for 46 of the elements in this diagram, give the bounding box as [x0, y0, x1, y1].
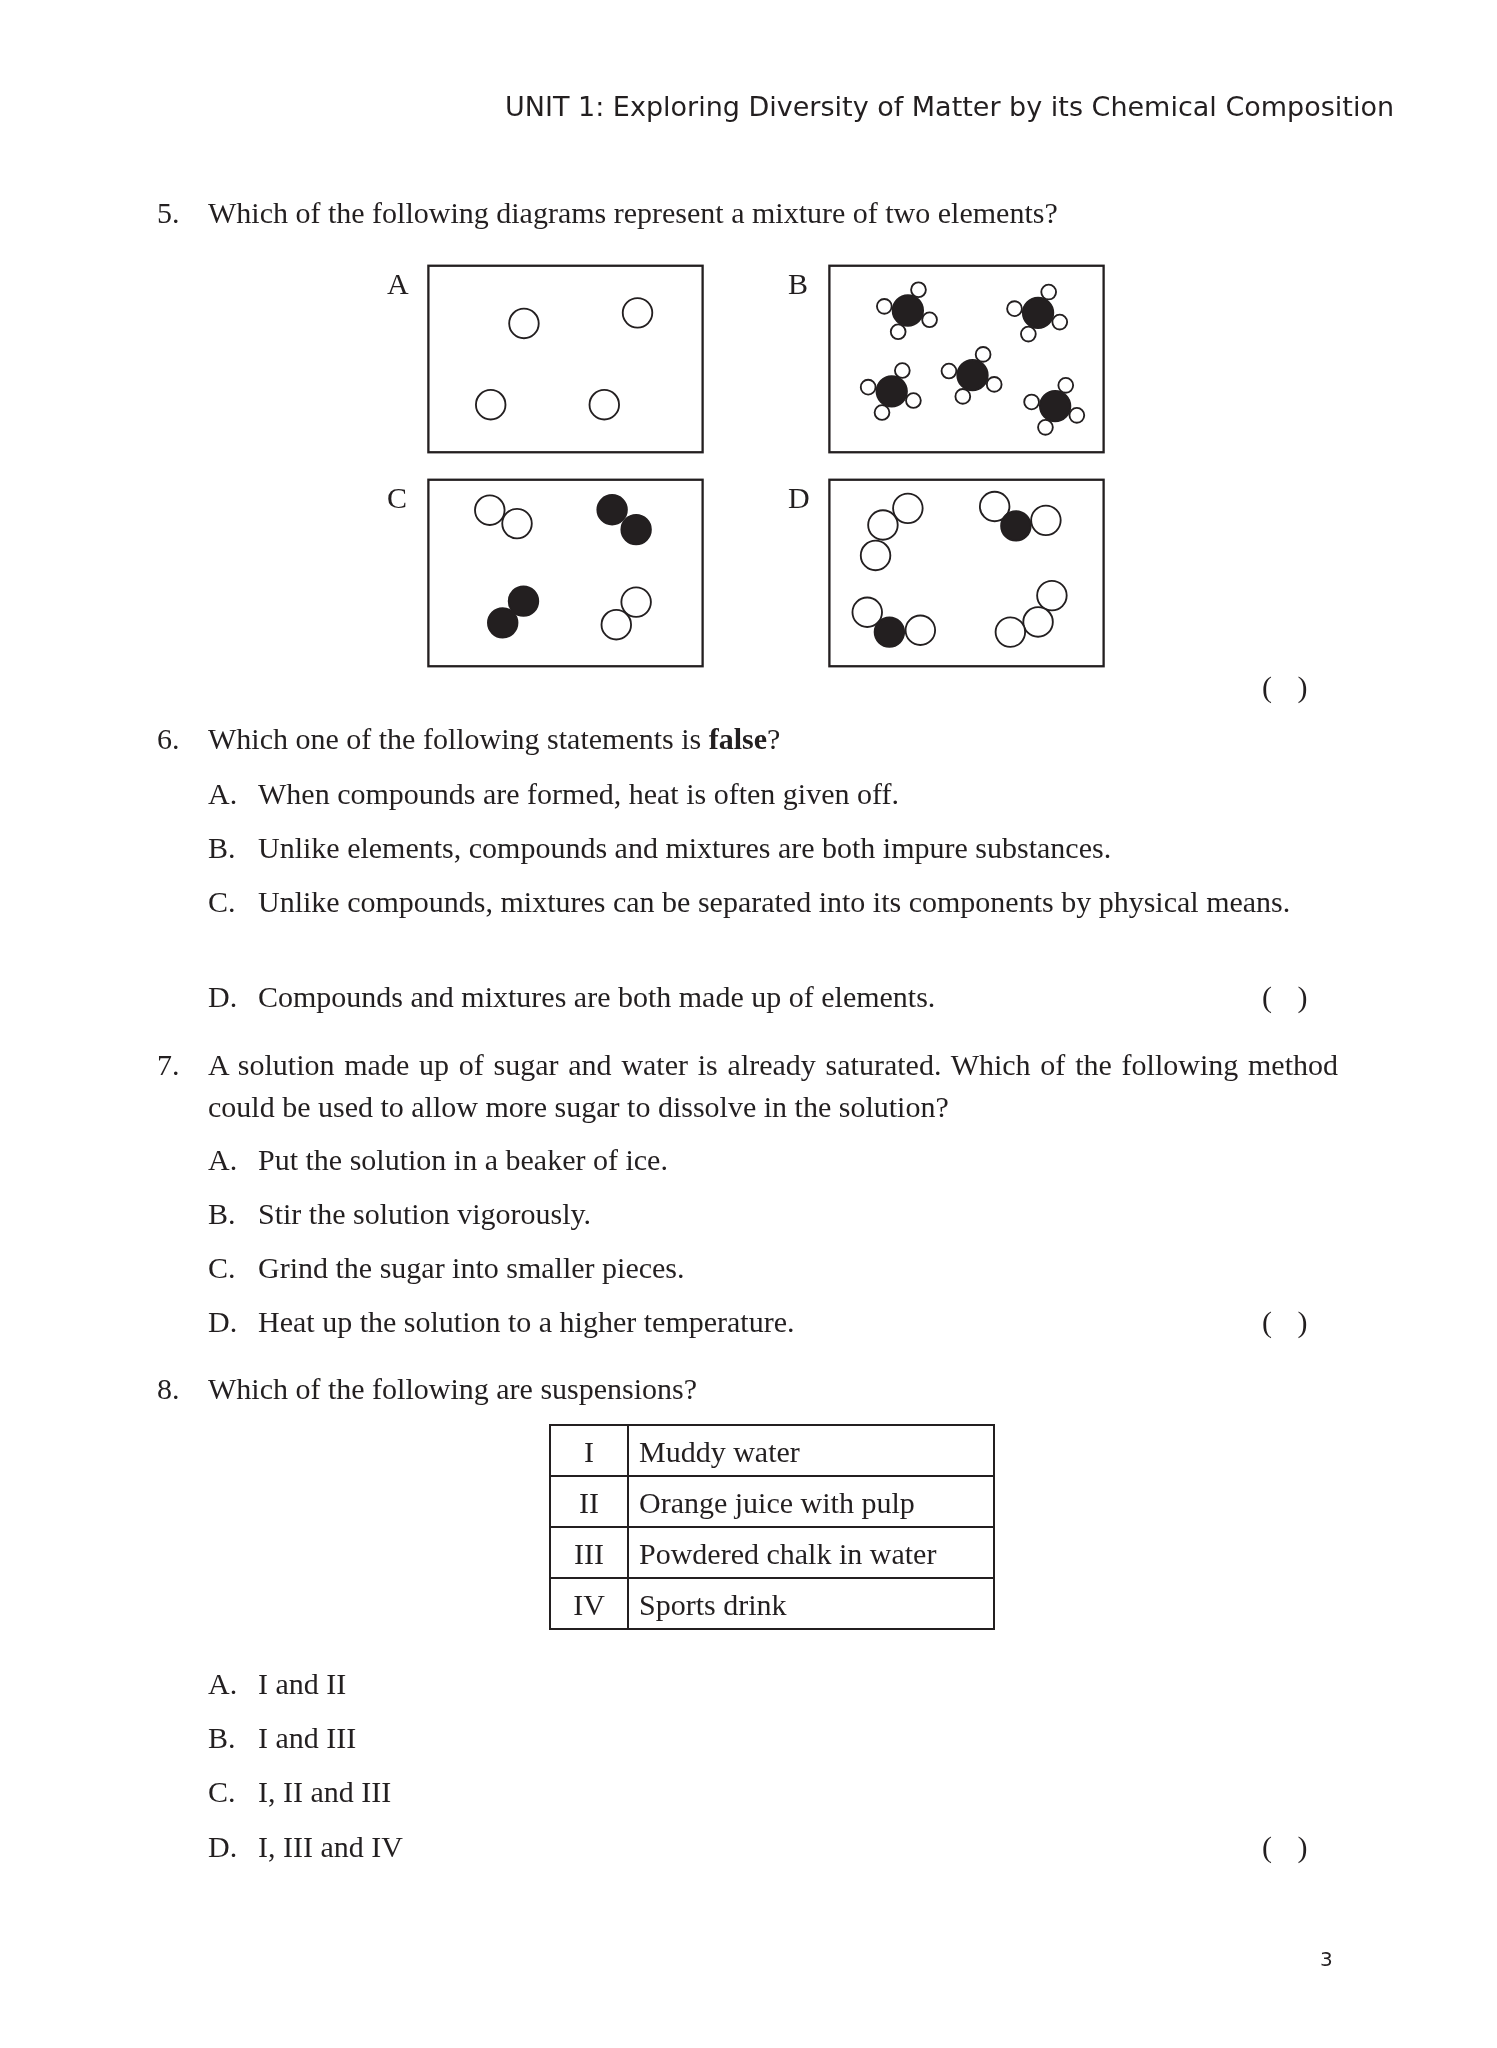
option-letter: B. [208, 1196, 236, 1232]
table-cell: Sports drink [627, 1577, 995, 1630]
option-letter: C. [208, 884, 236, 920]
option-text: I and II [258, 1666, 347, 1702]
option-text: I and III [258, 1720, 357, 1756]
question-number: 8. [157, 1371, 180, 1407]
question-number: 5. [157, 195, 180, 231]
option-text: Grind the sugar into smaller pieces. [258, 1250, 685, 1286]
question-number: 7. [157, 1047, 180, 1083]
option-letter: B. [208, 1720, 236, 1756]
option-letter: D. [208, 1829, 238, 1865]
option-text: I, III and IV [258, 1829, 403, 1865]
question-text: Which one of the following statements is false? [208, 721, 781, 757]
question-text: A solution made up of sugar and water is already saturated. Which of the following method could be used to allow more sugar to dissolve in the solution? [208, 1047, 1338, 1125]
option-text: Put the solution in a beaker of ice. [258, 1142, 668, 1178]
option-letter: B. [208, 830, 236, 866]
option-text: Unlike compounds, mixtures can be separated into its components by physical means. [258, 884, 1292, 920]
question-text: Which of the following are suspensions? [208, 1371, 698, 1407]
question-text: Which of the following diagrams represent a mixture of two elements? [208, 195, 1058, 231]
table-cell: IV [549, 1577, 629, 1630]
option-letter: A. [208, 776, 238, 812]
answer-bracket: ( ) [1262, 1304, 1308, 1340]
option-text: Unlike elements, compounds and mixtures are both impure substances. [258, 830, 1112, 866]
option-letter: D. [208, 979, 238, 1015]
option-letter: C. [208, 1250, 236, 1286]
option-text: Stir the solution vigorously. [258, 1196, 592, 1232]
page-number: 3 [1320, 1946, 1333, 1973]
option-letter: C. [208, 1774, 236, 1810]
answer-bracket: ( ) [1262, 979, 1308, 1015]
option-letter: A. [208, 1666, 238, 1702]
diagram-letter: D [788, 480, 810, 516]
option-text: Heat up the solution to a higher temperature. [258, 1304, 795, 1340]
table-cell: Muddy water [627, 1424, 995, 1477]
option-text: I, II and III [258, 1774, 392, 1810]
question-number: 6. [157, 721, 180, 757]
option-letter: D. [208, 1304, 238, 1340]
diagram-letter: A [387, 266, 409, 302]
diagram-letter: C [387, 480, 407, 516]
table-cell: I [549, 1424, 629, 1477]
option-text: Compounds and mixtures are both made up of elements. [258, 979, 936, 1015]
option-letter: A. [208, 1142, 238, 1178]
running-header: UNIT 1: Exploring Diversity of Matter by its Chemical Composition [505, 90, 1394, 124]
diagram-letter: B [788, 266, 808, 302]
answer-bracket: ( ) [1262, 669, 1308, 705]
option-text: When compounds are formed, heat is often given off. [258, 776, 899, 812]
answer-bracket: ( ) [1262, 1829, 1308, 1865]
